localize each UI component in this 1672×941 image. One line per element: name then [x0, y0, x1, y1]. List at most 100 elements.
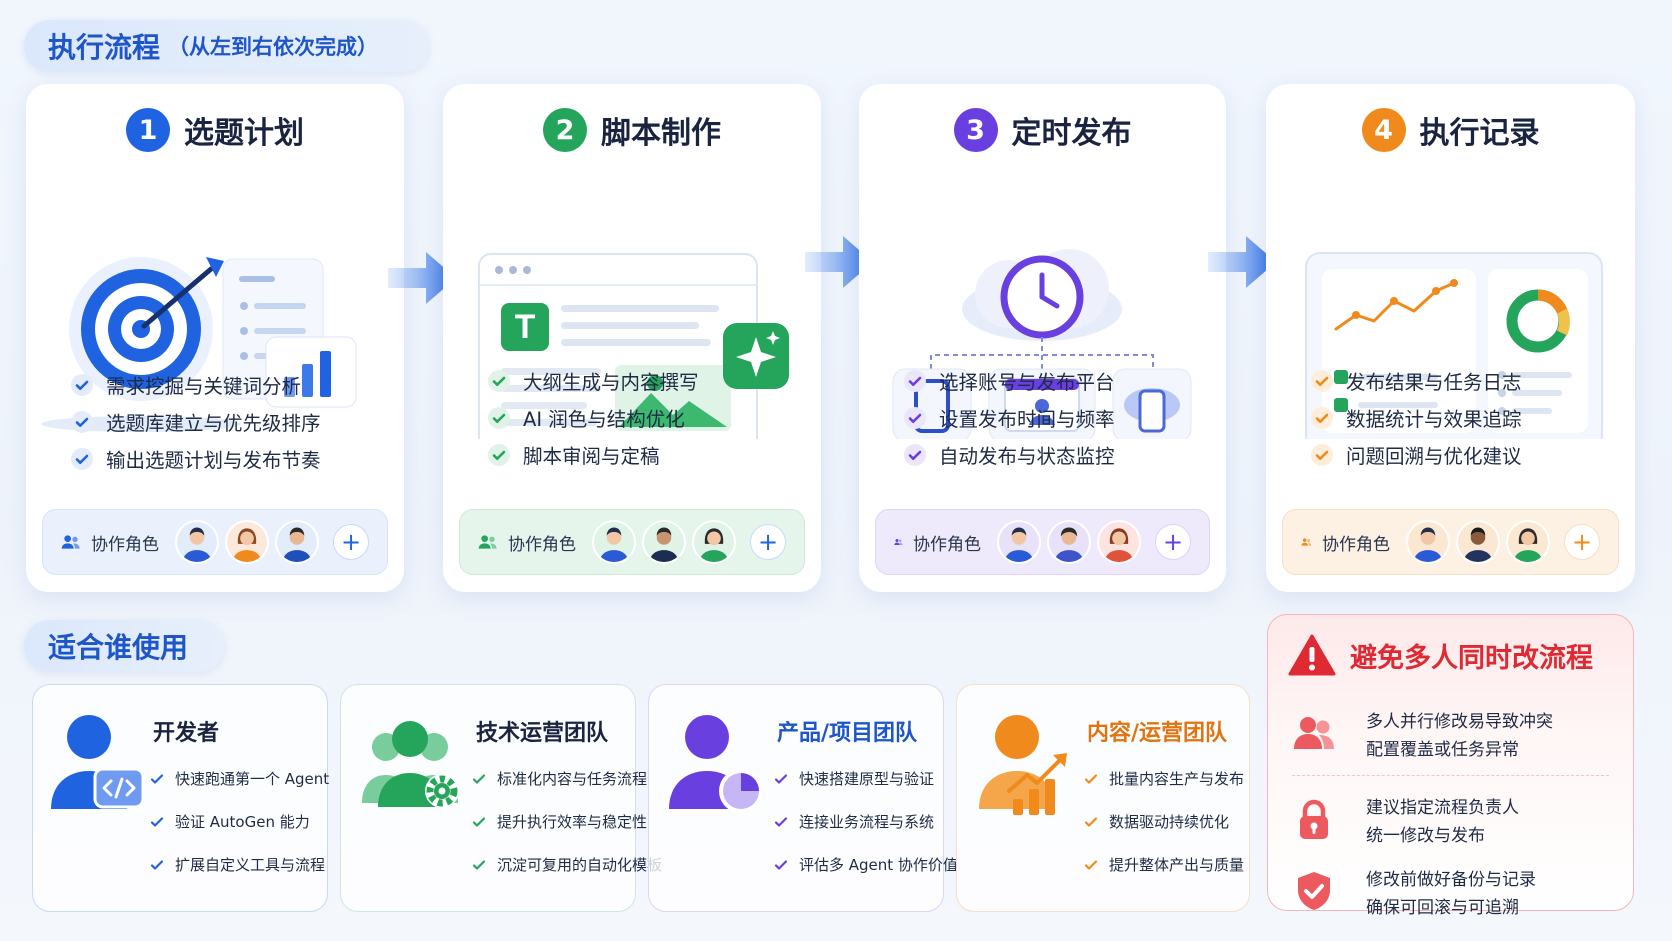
step-title-3: 定时发布: [1011, 116, 1132, 151]
check-item: 发布结果与任务日志: [1310, 362, 1615, 399]
audience-item: 标准化内容与任务流程: [471, 757, 662, 800]
avatar: [692, 520, 736, 564]
avatar: [1406, 520, 1450, 564]
flow-section-title: 执行流程 （从左到右依次完成）: [24, 20, 429, 72]
audience-item: 扩展自定义工具与流程: [149, 843, 329, 886]
avatar: [175, 520, 219, 564]
avatar: [997, 520, 1041, 564]
check-text: 选择账号与发布平台: [939, 371, 1115, 394]
check-icon: [1311, 406, 1333, 429]
avatar: [1097, 520, 1141, 564]
check-item: 脚本审阅与定稿: [487, 436, 801, 473]
audience-item: 快速搭建原型与验证: [773, 757, 958, 800]
audience-card-developer: 开发者 快速跑通第一个 Agent 验证 AutoGen 能力 扩展自定义工具与…: [32, 684, 329, 912]
divider: [1292, 775, 1609, 776]
flow-subtitle: （从左到右依次完成）: [168, 35, 379, 59]
check-icon: [1311, 369, 1333, 392]
audience-list: 批量内容生产与发布 数据驱动持续优化 提升整体产出与质量: [1083, 757, 1244, 886]
add-role-button[interactable]: +: [333, 524, 369, 560]
collab-roles-bar-3: 协作角色 +: [875, 509, 1210, 575]
warning-triangle-icon: [1288, 634, 1336, 676]
dashboard-illustration: [1305, 252, 1603, 439]
developer-icon: [51, 715, 145, 809]
step-checklist-1: 需求挖掘与关键词分析 选题库建立与优先级排序 输出选题计划与发布节奏: [70, 366, 384, 477]
check-item: 需求挖掘与关键词分析: [70, 366, 384, 403]
check-icon: [904, 406, 926, 429]
audience-item-text: 数据驱动持续优化: [1109, 813, 1230, 831]
step-number-4: 4: [1361, 108, 1406, 152]
warning-item: 建议指定流程负责人统一修改与发布: [1292, 784, 1609, 854]
audience-card-title: 开发者: [153, 721, 220, 746]
check-text: 输出选题计划与发布节奏: [106, 449, 321, 472]
step-number-3: 3: [953, 108, 998, 152]
audience-item-text: 扩展自定义工具与流程: [175, 856, 326, 874]
audience-item-text: 快速跑通第一个 Agent: [175, 770, 330, 788]
check-item: 数据统计与效果追踪: [1310, 399, 1615, 436]
flow-title: 执行流程: [48, 31, 161, 64]
check-text: 大纲生成与内容撰写: [523, 371, 699, 394]
step-checklist-4: 发布结果与任务日志 数据统计与效果追踪 问题回溯与优化建议: [1310, 362, 1615, 473]
audience-card-tech-ops: 技术运营团队 标准化内容与任务流程 提升执行效率与稳定性 沉淀可复用的自动化模板: [340, 684, 662, 912]
warning-line: 建议指定流程负责人: [1366, 797, 1519, 818]
check-icon: [1084, 859, 1098, 870]
add-role-button[interactable]: +: [1564, 524, 1600, 560]
check-text: 选题库建立与优先级排序: [106, 412, 321, 435]
target-chart-illustration: [41, 257, 357, 432]
avatar: [1506, 520, 1550, 564]
add-role-button[interactable]: +: [750, 524, 786, 560]
check-text: 发布结果与任务日志: [1346, 371, 1522, 394]
product-pie-icon: [669, 715, 763, 813]
check-icon: [150, 773, 164, 784]
audience-item-text: 快速搭建原型与验证: [799, 770, 935, 788]
audience-item-text: 验证 AutoGen 能力: [175, 813, 310, 831]
check-text: 自动发布与状态监控: [939, 445, 1115, 468]
warning-line: 确保可回滚与可追溯: [1366, 897, 1519, 918]
collab-label: 协作角色: [91, 534, 159, 555]
check-icon: [774, 859, 788, 870]
check-icon: [150, 859, 164, 870]
warning-item: 修改前做好备份与记录确保可回滚与可追溯: [1292, 856, 1609, 926]
add-role-button[interactable]: +: [1155, 524, 1191, 560]
check-icon: [472, 816, 486, 827]
audience-item: 快速跑通第一个 Agent: [149, 757, 329, 800]
check-item: 选择账号与发布平台: [903, 362, 1206, 399]
avatar: [275, 520, 319, 564]
flow-arrow-1: [388, 252, 456, 304]
audience-item-text: 标准化内容与任务流程: [497, 770, 648, 788]
check-text: 问题回溯与优化建议: [1346, 445, 1522, 468]
step-card-2: 2 脚本制作 T 大纲生成与内容撰写 AI 润色与结构优化 脚: [443, 84, 821, 592]
collab-roles-bar-2: 协作角色 +: [459, 509, 805, 575]
audience-card-title: 技术运营团队: [476, 721, 609, 746]
audience-list: 标准化内容与任务流程 提升执行效率与稳定性 沉淀可复用的自动化模板: [471, 757, 662, 886]
check-item: AI 润色与结构优化: [487, 399, 801, 436]
warning-line: 多人并行修改易导致冲突: [1366, 711, 1553, 732]
step-card-4: 4 执行记录 发布结果与任务日志 数据统计与效果追踪 问题回溯与优化建议: [1266, 84, 1635, 592]
check-icon: [71, 447, 93, 470]
step-checklist-2: 大纲生成与内容撰写 AI 润色与结构优化 脚本审阅与定稿: [487, 362, 801, 473]
check-item: 自动发布与状态监控: [903, 436, 1206, 473]
check-icon: [488, 369, 510, 392]
check-item: 大纲生成与内容撰写: [487, 362, 801, 399]
check-text: 数据统计与效果追踪: [1346, 408, 1522, 431]
audience-item: 提升执行效率与稳定性: [471, 800, 662, 843]
check-text: 设置发布时间与频率: [939, 408, 1115, 431]
team-gear-icon: [362, 721, 459, 808]
audience-section-title: 适合谁使用: [24, 620, 224, 672]
audience-list: 快速搭建原型与验证 连接业务流程与系统 评估多 Agent 协作价值: [773, 757, 958, 886]
warning-item: 多人并行修改易导致冲突配置覆盖或任务异常: [1292, 698, 1609, 768]
check-item: 设置发布时间与频率: [903, 399, 1206, 436]
check-item: 输出选题计划与发布节奏: [70, 440, 384, 477]
users-conflict-icon: [1294, 717, 1334, 749]
step-title-1: 选题计划: [184, 116, 304, 151]
check-icon: [904, 369, 926, 392]
step-header-1: 1 选题计划: [26, 108, 404, 152]
avatar: [1047, 520, 1091, 564]
check-icon: [904, 443, 926, 466]
audience-item-text: 沉淀可复用的自动化模板: [497, 856, 663, 874]
warning-header: 避免多人同时改流程: [1288, 633, 1623, 677]
flow-arrow-3: [1208, 236, 1276, 288]
collab-roles-bar-4: 协作角色 +: [1282, 509, 1619, 575]
check-icon: [150, 816, 164, 827]
check-text: 脚本审阅与定稿: [523, 445, 660, 468]
audience-item-text: 评估多 Agent 协作价值: [799, 856, 958, 874]
